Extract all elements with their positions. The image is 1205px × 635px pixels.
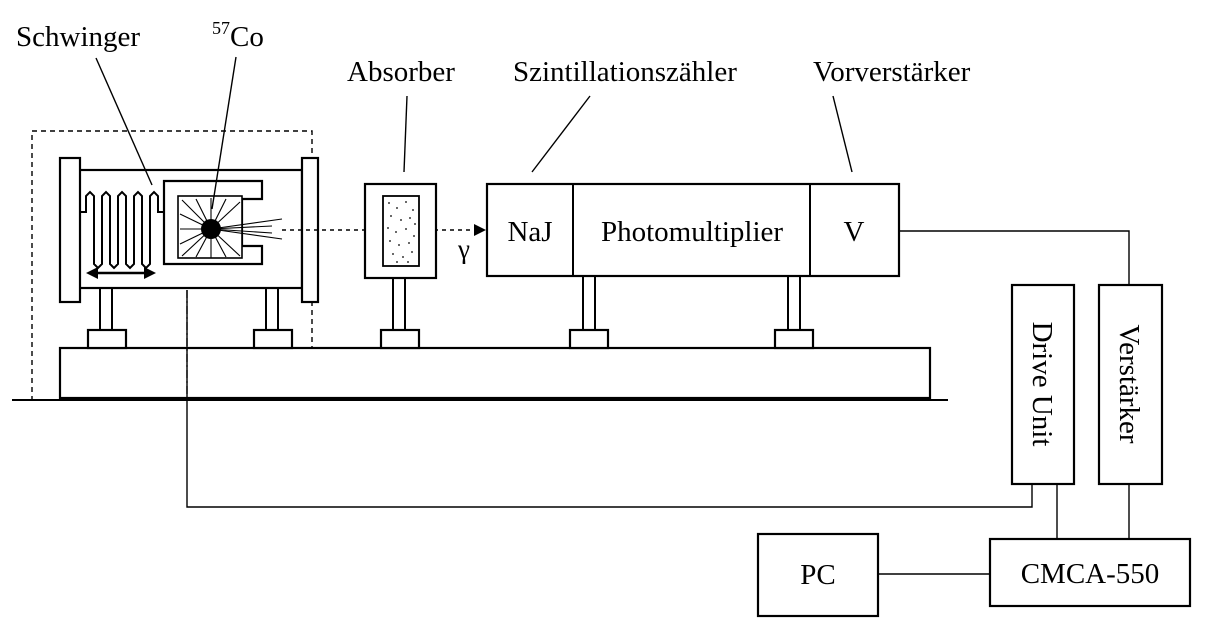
foot-5 <box>773 328 815 350</box>
foot-3 <box>379 328 421 350</box>
leader-lines <box>95 56 853 210</box>
absorber-label: Absorber <box>347 56 455 88</box>
optical-bench-rail <box>58 346 932 400</box>
gamma-label: γ <box>457 234 470 264</box>
naj-label: NaJ <box>507 216 552 248</box>
detector-box <box>485 182 901 278</box>
pc-label: PC <box>800 559 835 591</box>
preamplifier-label: Vorverstärker <box>813 56 971 88</box>
scintillation-counter-label: Szintillationszähler <box>513 56 737 88</box>
foot-1 <box>86 328 128 350</box>
pc-box <box>756 532 880 618</box>
cmca-label: CMCA-550 <box>1021 558 1160 590</box>
vibrator-left-plate <box>58 156 82 304</box>
posts <box>99 276 801 330</box>
source-co57-dot <box>201 219 221 239</box>
source-element: Co <box>230 21 264 53</box>
photomultiplier-label: Photomultiplier <box>601 216 783 248</box>
verstaerker-box <box>1097 283 1164 486</box>
cmca-box <box>988 537 1192 608</box>
motion-arrow-icon <box>86 267 156 279</box>
source-mass-number: 57 <box>212 18 230 38</box>
foot-4 <box>568 328 610 350</box>
schwinger-label: Schwinger <box>16 21 140 53</box>
source-label: 57Co <box>212 18 264 53</box>
foot-2 <box>252 328 294 350</box>
drive-unit-box <box>1010 283 1076 486</box>
absorber-stipple <box>387 201 416 263</box>
verstaerker-label: Verstärker <box>1113 324 1145 444</box>
absorber-sample <box>382 195 420 267</box>
vibrator-spring <box>80 190 164 270</box>
drive-unit-label: Drive Unit <box>1026 322 1058 447</box>
gamma-arrow-head <box>474 224 486 236</box>
preamp-v-label: V <box>844 216 865 248</box>
preamp-to-amplifier-cable <box>899 230 1130 285</box>
